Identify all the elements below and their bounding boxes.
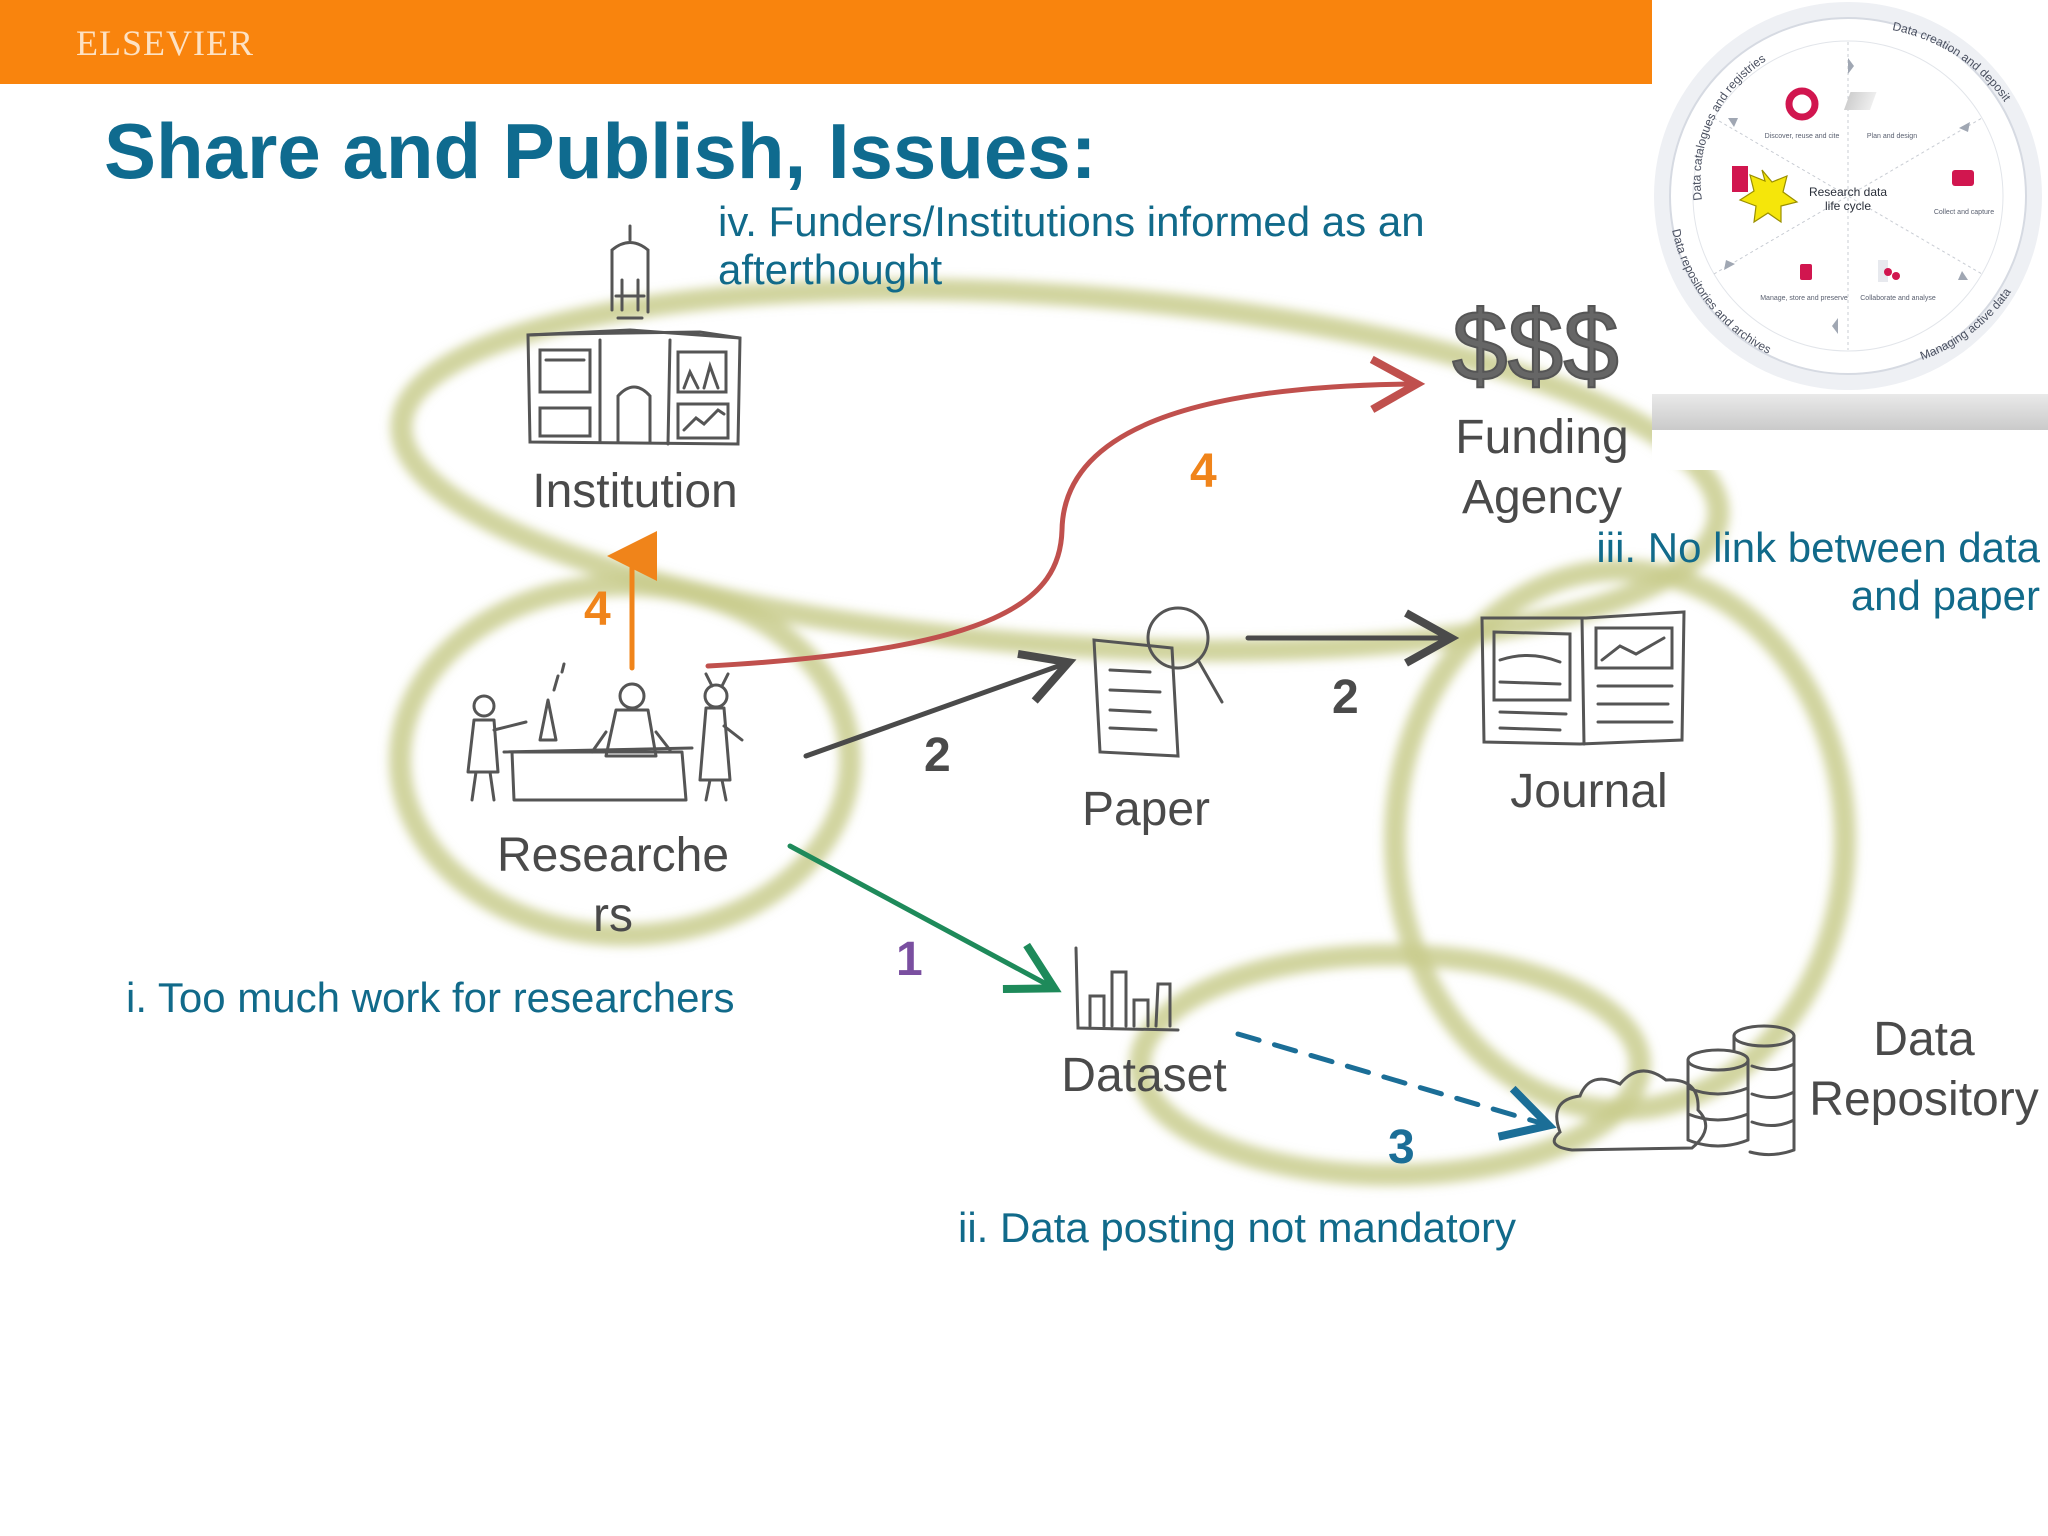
- researchers-line1: Researche: [496, 829, 730, 882]
- lifecycle-graphic: Data catalogues and registries Data crea…: [1654, 2, 2042, 390]
- paper-label: Paper: [1081, 783, 1211, 836]
- data-repository-label: Data Repository: [1800, 1010, 2048, 1130]
- step-number-institution: 4: [584, 583, 611, 636]
- step-number-funder: 4: [1190, 445, 1217, 498]
- researchers-label: Researche rs: [468, 826, 758, 946]
- arrow-researchers-funder: [705, 355, 1426, 669]
- svg-text:$$$: $$$: [1452, 290, 1619, 402]
- lifecycle-center-line2: life cycle: [1825, 199, 1871, 213]
- lifecycle-center-line1: Research data: [1809, 185, 1887, 199]
- collaborate-icon: [1878, 260, 1888, 282]
- plan-icon: [1843, 92, 1877, 110]
- step-number-repository: 3: [1388, 1121, 1415, 1174]
- segment-plan: Plan and design: [1867, 133, 1917, 140]
- step-number-dataset: 1: [896, 933, 923, 986]
- arrow-researchers-dataset: [787, 843, 1062, 994]
- dataset-sketch: [1074, 946, 1180, 1032]
- funding-agency-line1: Funding: [1455, 411, 1629, 464]
- funding-agency-label: Funding Agency: [1402, 408, 1682, 528]
- discover-icon: [1785, 87, 1819, 121]
- issue-iv: iv. Funders/Institutions informed as an …: [718, 198, 1578, 294]
- manage-icon: [1800, 264, 1812, 280]
- issue-iii-line1: iii. No link between data: [1596, 524, 2040, 571]
- highlight-ellipses: [389, 278, 1856, 1186]
- lifecycle-inset: Data catalogues and registries Data crea…: [1652, 0, 2048, 470]
- inset-shadow: [1652, 394, 2048, 430]
- researchers-line2: rs: [593, 889, 633, 942]
- journal-sketch: [1480, 610, 1686, 746]
- issue-iii-line2: and paper: [1850, 572, 2040, 619]
- institution-label: Institution: [532, 465, 738, 518]
- share-icon: [1732, 166, 1748, 192]
- collect-icon: [1952, 170, 1974, 186]
- arrow-dataset-repository: [1235, 1031, 1557, 1141]
- segment-manage: Manage, store and preserve: [1760, 295, 1848, 302]
- issue-iii: iii. No link between data and paper: [1500, 524, 2040, 620]
- segment-icons: [1732, 87, 1974, 282]
- journal-label: Journal: [1510, 765, 1668, 818]
- arrow-researchers-paper: [803, 649, 1077, 759]
- dollar-signs: $$$: [1451, 289, 1620, 403]
- institution-sketch: [526, 224, 742, 446]
- issue-iv-line1: iv. Funders/Institutions informed as an: [718, 198, 1425, 245]
- segment-discover: Discover, reuse and cite: [1765, 133, 1840, 140]
- data-repository-line1: Data: [1873, 1013, 1975, 1066]
- funding-agency-line2: Agency: [1461, 471, 1623, 524]
- issue-iv-line2: afterthought: [718, 246, 943, 293]
- arrows: [607, 355, 1557, 1141]
- repository-sketch: [1552, 1024, 1796, 1157]
- data-repository-line2: Repository: [1809, 1073, 2039, 1126]
- star-highlight-icon: [1738, 169, 1799, 224]
- step-number-journal: 2: [1332, 671, 1359, 724]
- slide-title: Share and Publish, Issues:: [104, 107, 1097, 195]
- dataset-label: Dataset: [1061, 1049, 1227, 1102]
- ellipse-researchers: [389, 574, 861, 946]
- step-number-paper: 2: [924, 729, 951, 782]
- ellipse-dataset-repository: [1129, 944, 1651, 1186]
- segment-collaborate: Collaborate and analyse: [1860, 295, 1936, 302]
- issue-i: i. Too much work for researchers: [126, 974, 735, 1021]
- issue-ii: ii. Data posting not mandatory: [958, 1204, 1516, 1251]
- ellipse-institution-funder: [390, 278, 1730, 662]
- researchers-sketch: [466, 662, 744, 802]
- segment-collect: Collect and capture: [1934, 209, 1994, 216]
- elsevier-logo: ELSEVIER: [76, 23, 254, 63]
- paper-sketch: [1092, 606, 1224, 758]
- header-bar: [0, 0, 1652, 84]
